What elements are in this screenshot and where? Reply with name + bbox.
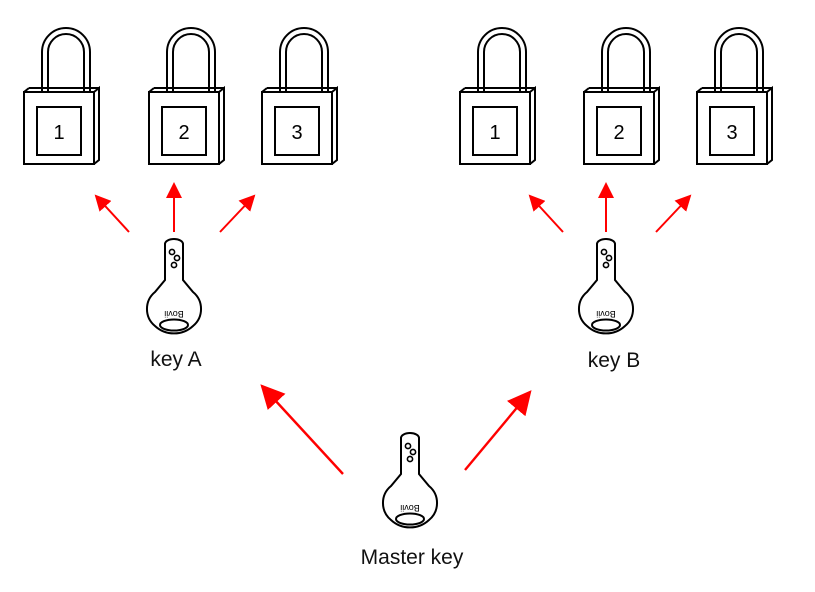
master-key-label: Master key <box>360 546 464 569</box>
key-a-label: key A <box>150 348 202 371</box>
padlock-a3: 3 <box>261 27 338 165</box>
padlock-number: 1 <box>53 122 64 144</box>
padlock-number: 2 <box>178 122 189 144</box>
padlock-b1: 1 <box>459 27 536 165</box>
arrow-key-a-to-lock-3 <box>219 194 256 233</box>
key-a-icon: Bovii <box>145 238 203 335</box>
padlock-b3: 3 <box>696 27 773 165</box>
padlock-number: 2 <box>613 122 624 144</box>
key-b-label: key B <box>587 349 641 372</box>
padlock-a2: 2 <box>148 27 225 165</box>
arrow-key-a-to-lock-1 <box>94 194 130 233</box>
key-brand: Bovii <box>164 309 184 319</box>
arrow-key-b-to-lock-1 <box>528 194 564 233</box>
arrow-master-to-key-b <box>464 390 532 471</box>
arrow-key-b-to-lock-3 <box>655 194 692 233</box>
padlock-b2: 2 <box>583 27 660 165</box>
padlock-number: 3 <box>291 122 302 144</box>
key-brand: Bovii <box>596 309 616 319</box>
master-key-icon: Bovii <box>381 432 439 529</box>
padlock-number: 3 <box>726 122 737 144</box>
padlock-number: 1 <box>489 122 500 144</box>
arrow-master-to-key-a <box>260 384 344 475</box>
padlock-a1: 1 <box>23 27 100 165</box>
key-brand: Bovii <box>400 503 420 513</box>
key-b-icon: Bovii <box>577 238 635 335</box>
